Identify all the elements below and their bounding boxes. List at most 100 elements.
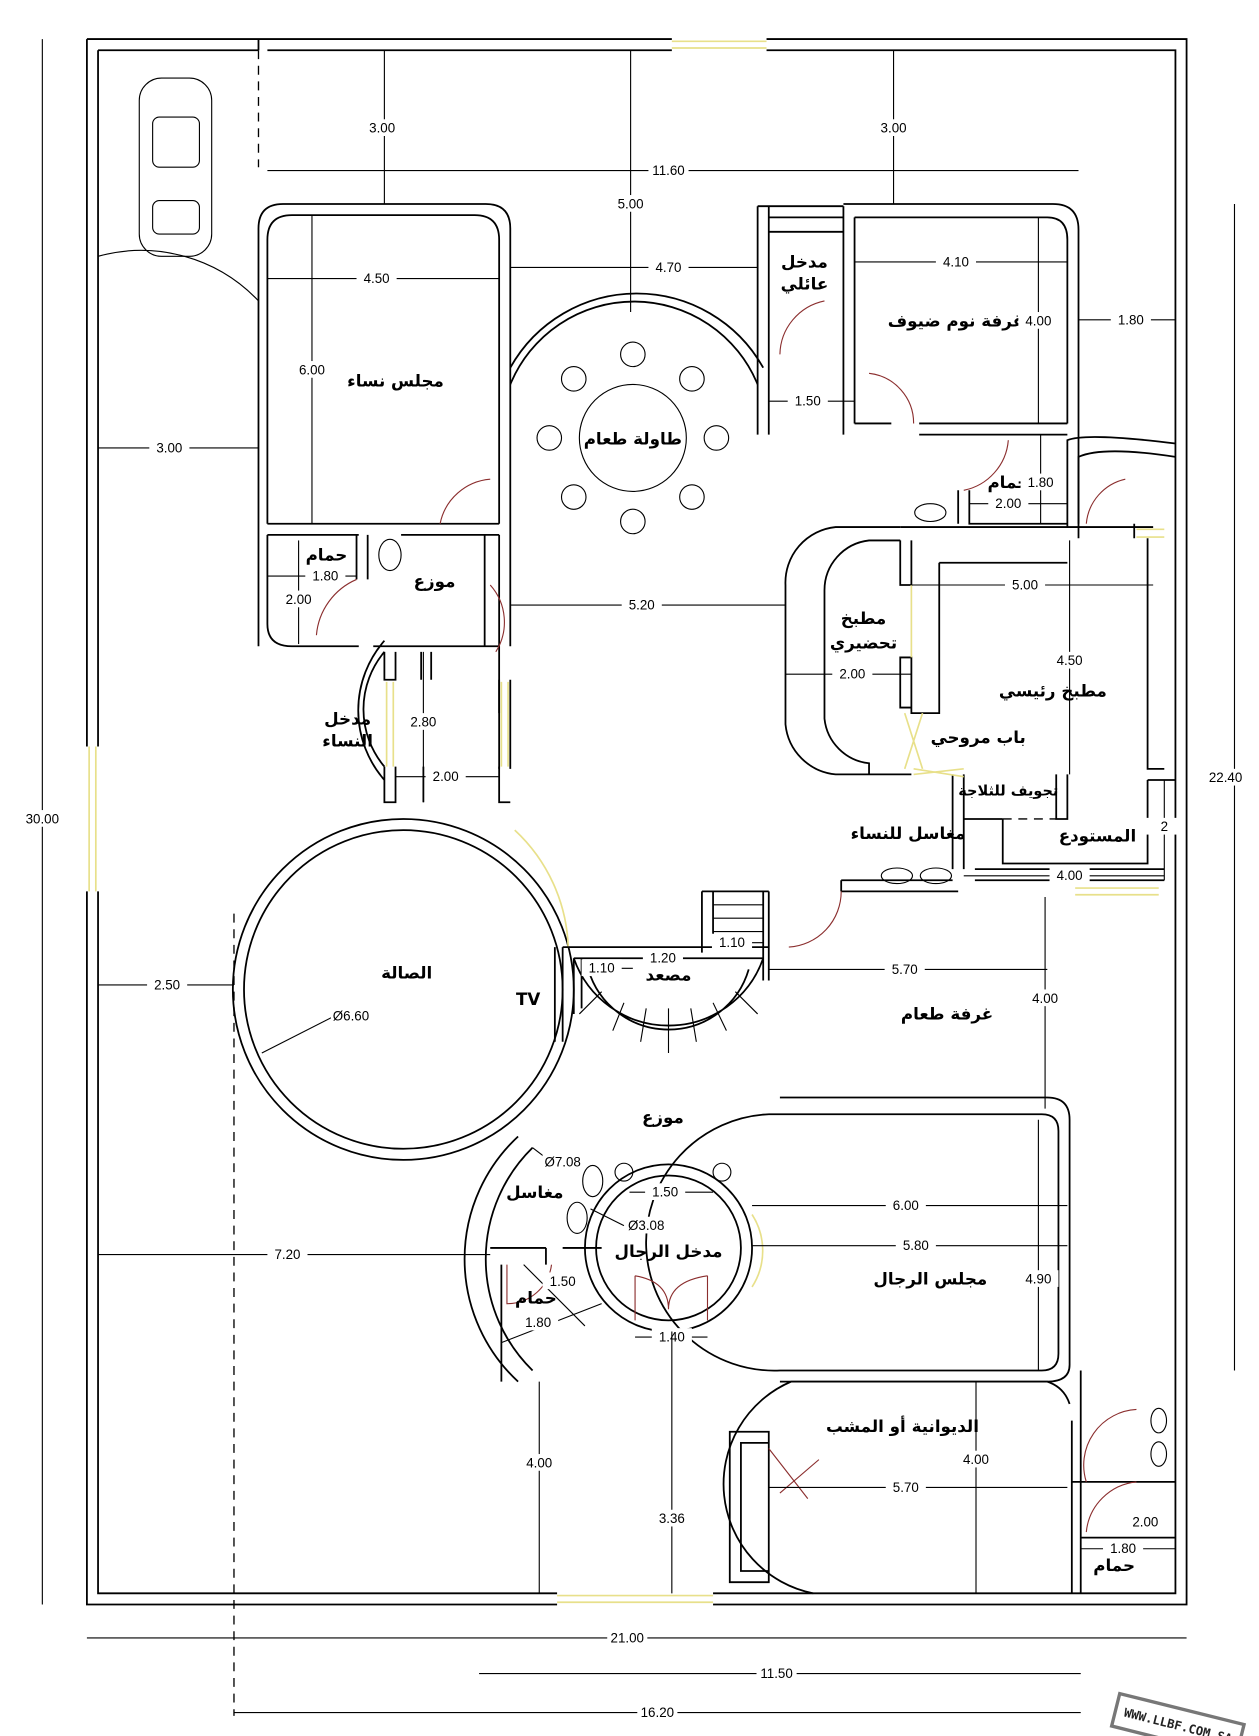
dimension-label: 1.80	[312, 569, 338, 584]
chair-icon	[679, 366, 705, 392]
car-icon	[97, 77, 259, 302]
dimension-label-bg	[935, 252, 977, 270]
dimension-label: 4.00	[1032, 991, 1058, 1006]
dimension-label: 4.90	[1025, 1272, 1051, 1287]
dimension-label: 4.50	[364, 271, 390, 286]
label-women-majlis: مجلس نساء	[347, 371, 444, 391]
dimension-label-bg	[885, 1478, 926, 1496]
label-men-entrance: مدخل الرجال	[615, 1241, 723, 1262]
dimension-label-bg	[1025, 989, 1066, 1007]
dimension-label-bg	[291, 361, 333, 378]
dimension-label-bg	[581, 959, 622, 977]
dimension-label: Ø6.60	[333, 1009, 369, 1024]
label-prep-kitchen-2: تحضيري	[830, 633, 897, 654]
chair-icon	[620, 508, 646, 535]
dimension-label-bg	[1205, 768, 1246, 786]
dimension-label: 3.00	[881, 121, 907, 136]
dimension-label: 22.40	[1209, 770, 1242, 785]
dimension-label: 11.60	[652, 163, 684, 178]
dimension-label: 4.50	[1057, 653, 1083, 668]
label-main-kitchen: مطبخ رئيسي	[999, 680, 1107, 701]
dimension-label: Ø7.08	[544, 1155, 580, 1170]
dimension-label: 1.50	[652, 1185, 678, 1200]
dimension-label: 5.70	[892, 962, 918, 977]
label-diwaniya: الديوانية أو المشب	[826, 1415, 979, 1437]
dimension-label: 3.00	[156, 440, 182, 455]
dimension-label-bg	[1125, 1513, 1166, 1530]
dimension-label-bg	[626, 1216, 667, 1234]
label-family-entrance: مدخل	[781, 251, 828, 271]
dimension-label-bg	[278, 590, 319, 608]
dimension-label-bg	[648, 258, 689, 276]
guest-wing-walls	[756, 203, 1080, 525]
dimension-label-bg	[873, 119, 914, 136]
dimension-line	[523, 1264, 586, 1327]
dimension-label-bg	[1144, 817, 1185, 835]
label-diwaniya-bath: حمام	[1093, 1555, 1135, 1575]
dimension-label: 5.20	[629, 598, 655, 613]
dimension-label: Ø3.08	[628, 1218, 664, 1233]
dimension-label: 1.80	[1110, 1541, 1136, 1556]
dimension-label-bg	[356, 269, 397, 287]
dimension-label-bg	[518, 1313, 559, 1331]
dimension-label: 3.36	[659, 1511, 685, 1526]
label-elevator: مصعد	[646, 965, 692, 985]
dimension-label: 7.20	[274, 1247, 300, 1262]
dimension-label-bg	[832, 665, 873, 682]
dimension-line	[590, 1208, 625, 1227]
men-wing-walls	[463, 1096, 1176, 1595]
dimension-label: 2	[1161, 819, 1168, 834]
label-tv: TV	[516, 989, 540, 1009]
label-women-bath: حمام	[306, 544, 348, 564]
label-swing-door: باب مروحي	[931, 727, 1026, 748]
dimension-label-bg	[756, 1664, 797, 1682]
label-hall: الصالة	[381, 962, 432, 982]
chair-icon	[560, 484, 587, 510]
dimension-label: 4.00	[1057, 868, 1083, 883]
dimension-label: 4.00	[1025, 313, 1051, 328]
dimension-label-bg	[885, 1196, 926, 1214]
dimension-label-bg	[22, 810, 63, 827]
dimension-label: 3.00	[369, 121, 395, 136]
dimension-label: 1.10	[589, 961, 615, 976]
dimension-label-bg	[988, 494, 1029, 512]
label-women-distributor: موزع	[414, 571, 456, 592]
dimension-label: 5.70	[893, 1480, 919, 1495]
dimension-label-bg	[1018, 1270, 1059, 1287]
dimension-label-bg	[895, 1236, 936, 1254]
label-guest-bath: حمام	[987, 472, 1029, 492]
dimension-label: 16.20	[641, 1705, 674, 1720]
dimension-label-bg	[330, 1007, 372, 1024]
dimension-label: 2.00	[839, 667, 865, 682]
label-men-majlis: مجلس الرجال	[873, 1269, 987, 1290]
dimension-label-bg	[1049, 651, 1090, 669]
dimension-label: 4.00	[963, 1452, 989, 1467]
kitchen-walls	[784, 436, 1176, 893]
dimension-label: 4.00	[526, 1455, 552, 1470]
dimension-line	[261, 1015, 335, 1054]
dimension-label: 2.00	[995, 496, 1021, 511]
dimension-label: 1.80	[1028, 475, 1054, 490]
dimension-label: 1.50	[550, 1274, 576, 1289]
label-fridge-niche: تجويف للثلاجة	[958, 784, 1058, 800]
label-women-entrance: مدخل	[324, 708, 371, 728]
dimension-label-bg	[1110, 310, 1151, 328]
label-dining-room: غرفة طعام	[901, 1004, 993, 1025]
dimension-label-bg	[648, 161, 689, 179]
dimension-label: 2.80	[410, 715, 436, 730]
chair-icon	[536, 425, 563, 451]
dimension-label: 11.50	[760, 1666, 792, 1681]
dimension-label-bg	[621, 596, 662, 613]
dimension-label-bg	[1049, 866, 1090, 884]
dimension-label-bg	[542, 1272, 583, 1290]
dimension-label: 4.70	[655, 260, 681, 275]
dimension-label: 21.00	[611, 1630, 644, 1645]
dimension-label: 4.10	[943, 254, 969, 269]
dimension-label-bg	[519, 1454, 560, 1471]
label-family-entrance-2: عائلي	[781, 274, 829, 295]
dimension-label: 2.00	[286, 592, 312, 607]
label-women-entrance-2: النساء	[322, 731, 373, 751]
dimension-label-bg	[362, 119, 403, 136]
dimension-label-bg	[607, 1628, 648, 1646]
